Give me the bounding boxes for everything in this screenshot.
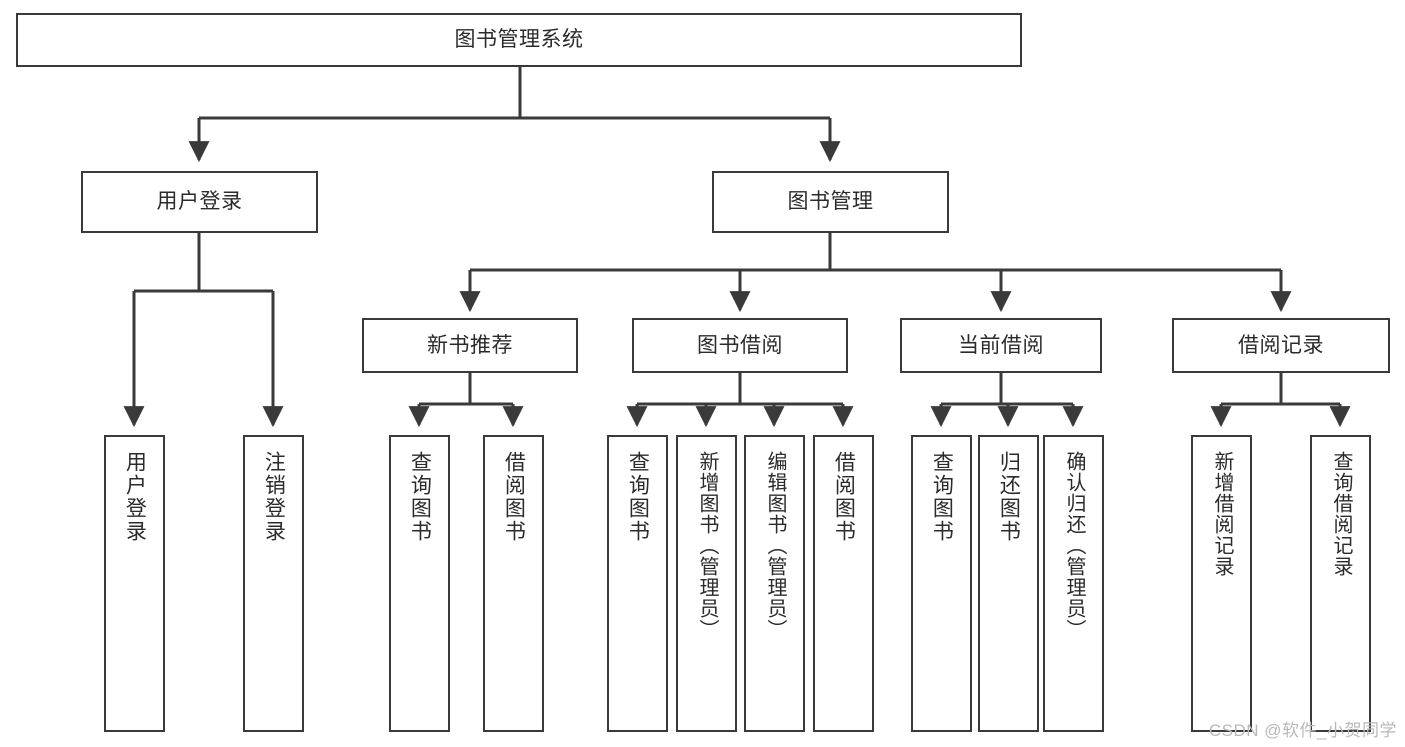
node-leaf-user-login[interactable]: 用户登录 <box>104 435 165 732</box>
node-leaf-query-book-1[interactable]: 查询图书 <box>389 435 450 732</box>
node-leaf-add-book[interactable]: 新增图书（管理员） <box>676 435 737 732</box>
node-current-borrow[interactable]: 当前借阅 <box>900 318 1102 373</box>
node-leaf-query-book-3-label: 查询图书 <box>930 451 954 543</box>
node-user-login-label: 用户登录 <box>156 190 243 214</box>
node-leaf-edit-book-label: 编辑图书（管理员） <box>764 451 786 640</box>
node-leaf-return-book[interactable]: 归还图书 <box>978 435 1039 732</box>
node-book-management[interactable]: 图书管理 <box>712 171 949 233</box>
node-borrow-record-label: 借阅记录 <box>1238 333 1324 357</box>
node-leaf-borrow-book-2-label: 借阅图书 <box>832 451 856 543</box>
node-leaf-query-record[interactable]: 查询借阅记录 <box>1310 435 1371 732</box>
node-borrow-record[interactable]: 借阅记录 <box>1172 318 1390 373</box>
node-book-management-label: 图书管理 <box>787 190 874 214</box>
node-leaf-query-book-1-label: 查询图书 <box>408 451 432 543</box>
node-leaf-query-book-3[interactable]: 查询图书 <box>911 435 972 732</box>
node-book-borrow[interactable]: 图书借阅 <box>632 318 848 373</box>
node-leaf-borrow-book-1[interactable]: 借阅图书 <box>483 435 544 732</box>
node-new-book-recommend[interactable]: 新书推荐 <box>362 318 578 373</box>
node-root-label: 图书管理系统 <box>454 28 584 52</box>
node-leaf-query-record-label: 查询借阅记录 <box>1330 451 1352 577</box>
node-root[interactable]: 图书管理系统 <box>16 13 1022 67</box>
node-leaf-add-record[interactable]: 新增借阅记录 <box>1191 435 1252 732</box>
node-leaf-confirm-return[interactable]: 确认归还（管理员） <box>1043 435 1104 732</box>
node-leaf-confirm-return-label: 确认归还（管理员） <box>1063 451 1085 640</box>
node-book-borrow-label: 图书借阅 <box>697 333 783 357</box>
node-leaf-user-logout-label: 注销登录 <box>262 451 286 543</box>
node-user-login[interactable]: 用户登录 <box>81 171 318 233</box>
node-leaf-borrow-book-2[interactable]: 借阅图书 <box>813 435 874 732</box>
node-leaf-edit-book[interactable]: 编辑图书（管理员） <box>744 435 805 732</box>
node-leaf-add-record-label: 新增借阅记录 <box>1211 451 1233 577</box>
node-leaf-user-logout[interactable]: 注销登录 <box>243 435 304 732</box>
node-leaf-user-login-label: 用户登录 <box>123 451 147 543</box>
node-leaf-add-book-label: 新增图书（管理员） <box>696 451 718 640</box>
node-leaf-query-book-2[interactable]: 查询图书 <box>607 435 668 732</box>
node-leaf-return-book-label: 归还图书 <box>997 451 1021 543</box>
node-current-borrow-label: 当前借阅 <box>958 333 1044 357</box>
node-leaf-query-book-2-label: 查询图书 <box>626 451 650 543</box>
node-new-book-recommend-label: 新书推荐 <box>427 333 513 357</box>
node-leaf-borrow-book-1-label: 借阅图书 <box>502 451 526 543</box>
